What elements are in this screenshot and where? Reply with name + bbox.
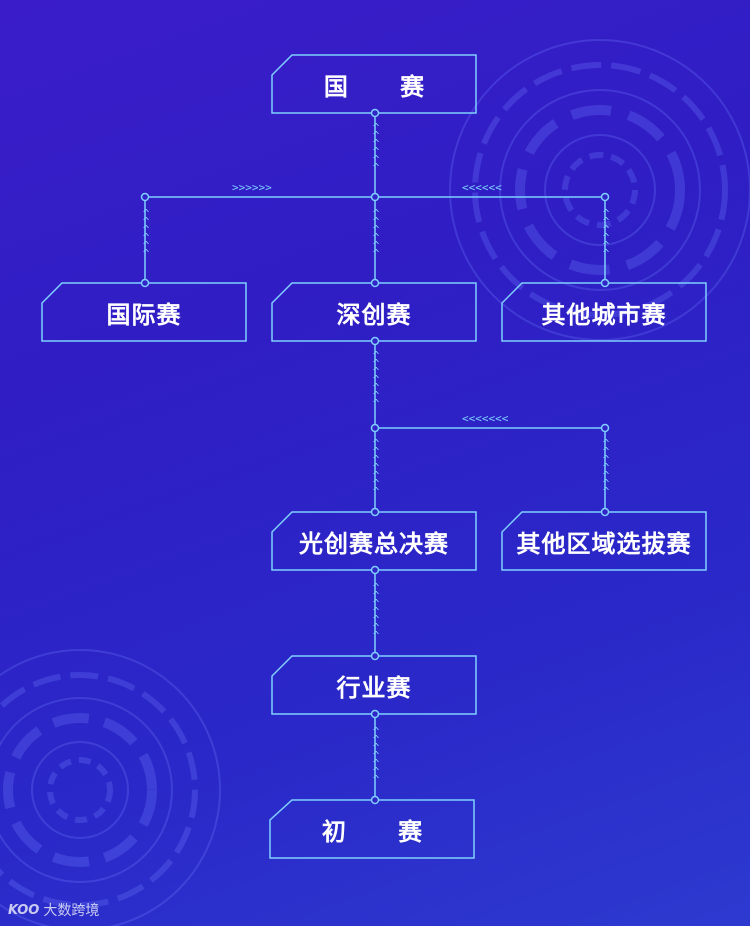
up-arrow-glyph: ^ [372,145,380,158]
watermark-text: 大数跨境 [43,903,100,919]
node-guojisai: 国际赛 [106,300,182,329]
up-arrow-glyph: ^ [372,247,380,260]
up-arrow-glyph: ^ [602,445,610,458]
arrows-up-guangchuang-upper: ^^^^^^^ [368,349,384,410]
watermark-logo: KOO [8,902,40,918]
box-guojisai [41,282,247,342]
up-arrow-glyph: ^ [372,215,380,228]
up-arrow-glyph: ^ [602,477,610,490]
node-chusai: 初 赛 [321,817,445,846]
arrows-up-chusai: ^^^^^^^ [368,725,384,786]
up-arrow-glyph: ^ [142,223,150,236]
arrows-left-mid: <<<<<<< [462,412,509,425]
up-arrow-glyph: ^ [372,461,380,474]
up-arrow-glyph: ^ [142,207,150,220]
up-arrow-glyph: ^ [372,469,380,482]
up-arrow-glyph: ^ [372,453,380,466]
box-qitaquyusai [501,511,707,571]
arrows-up-hangye: ^^^^^^^ [368,581,384,642]
arrows-right: >>>>>> [232,181,272,194]
arrows-up-qitaquyu: ^^^^^^^ [598,437,614,498]
up-arrow-glyph: ^ [372,437,380,450]
arrows-up-qitachengshi: ^^^^^^ [598,207,614,260]
up-arrow-glyph: ^ [372,121,380,134]
up-arrow-glyph: ^ [372,153,380,166]
arrows-up-shenchuang: ^^^^^^ [368,207,384,260]
up-arrow-glyph: ^ [142,231,150,244]
up-arrow-glyph: ^ [602,223,610,236]
node-guangchuangsai: 光创赛总决赛 [299,529,449,558]
up-arrow-glyph: ^ [372,741,380,754]
up-arrow-glyph: ^ [372,757,380,770]
up-arrow-glyph: ^ [372,605,380,618]
up-arrow-glyph: ^ [372,445,380,458]
up-arrow-glyph: ^ [372,725,380,738]
up-arrow-glyph: ^ [602,231,610,244]
arrows-up-guojisai: ^^^^^^ [138,207,154,260]
up-arrow-glyph: ^ [372,733,380,746]
up-arrow-glyph: ^ [372,137,380,150]
up-arrow-glyph: ^ [372,749,380,762]
up-arrow-glyph: ^ [372,765,380,778]
up-arrow-glyph: ^ [372,589,380,602]
up-arrow-glyph: ^ [602,247,610,260]
up-arrow-glyph: ^ [372,381,380,394]
up-arrow-glyph: ^ [602,437,610,450]
up-arrow-glyph: ^ [602,207,610,220]
node-qitachengshisai: 其他城市赛 [541,300,667,329]
up-arrow-glyph: ^ [372,621,380,634]
up-arrow-glyph: ^ [372,207,380,220]
arrows-left-top: <<<<<< [462,181,502,194]
up-arrow-glyph: ^ [372,477,380,490]
box-chusai [269,799,475,859]
up-arrow-glyph: ^ [602,469,610,482]
up-arrow-glyph: ^ [372,223,380,236]
node-hangyesai: 行业赛 [336,673,412,702]
watermark: KOO 大数跨境 [8,900,99,920]
up-arrow-glyph: ^ [372,365,380,378]
up-arrow-glyph: ^ [372,373,380,386]
up-arrow-glyph: ^ [372,129,380,142]
up-arrow-glyph: ^ [372,613,380,626]
up-arrow-glyph: ^ [372,773,380,786]
up-arrow-glyph: ^ [602,461,610,474]
up-arrow-glyph: ^ [602,453,610,466]
up-arrow-glyph: ^ [372,349,380,362]
node-qitaquyusai: 其他区域选拔赛 [516,529,692,558]
node-guosai: 国 赛 [323,72,447,101]
up-arrow-glyph: ^ [142,247,150,260]
up-arrow-glyph: ^ [372,581,380,594]
up-arrow-glyph: ^ [372,239,380,252]
up-arrow-glyph: ^ [372,161,380,174]
box-qitachengshisai [501,282,707,342]
up-arrow-glyph: ^ [372,485,380,498]
up-arrow-glyph: ^ [372,629,380,642]
up-arrow-glyph: ^ [372,357,380,370]
up-arrow-glyph: ^ [602,485,610,498]
up-arrow-glyph: ^ [372,389,380,402]
up-arrow-glyph: ^ [372,397,380,410]
up-arrow-glyph: ^ [602,215,610,228]
arrows-up-guangchuang-lower: ^^^^^^^ [368,437,384,498]
node-shenchuangsai: 深创赛 [336,300,412,329]
arrows-up-guosai: ^^^^^^ [368,121,384,174]
up-arrow-glyph: ^ [602,239,610,252]
up-arrow-glyph: ^ [142,239,150,252]
up-arrow-glyph: ^ [142,215,150,228]
up-arrow-glyph: ^ [372,231,380,244]
up-arrow-glyph: ^ [372,597,380,610]
